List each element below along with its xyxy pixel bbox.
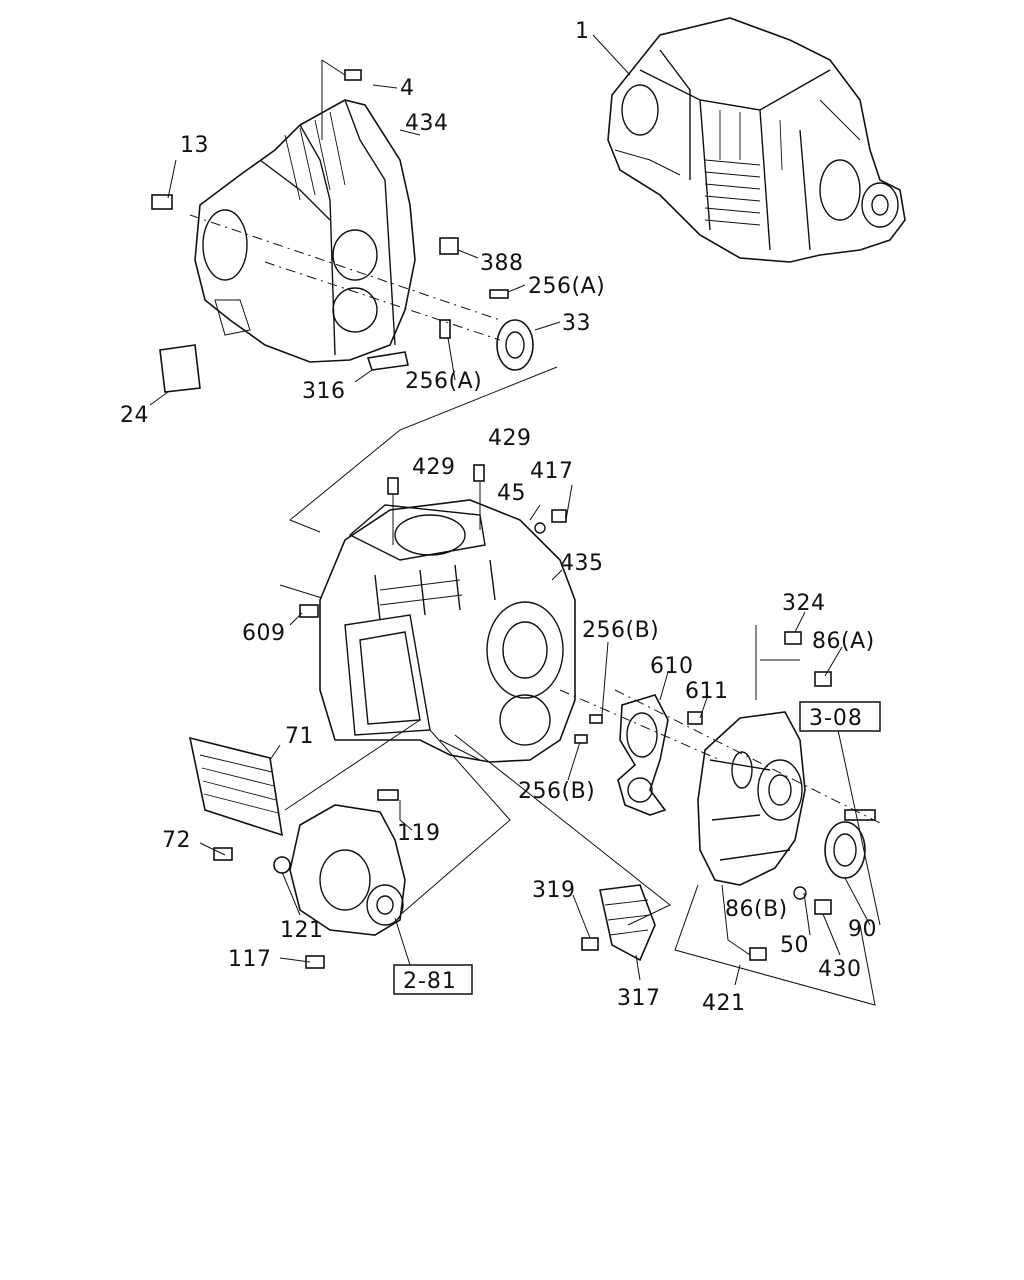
label-45: 45 xyxy=(497,481,526,506)
complete-transmission-assembly xyxy=(607,17,906,263)
washer-45 xyxy=(534,522,546,534)
label-256a-2: 256(A) xyxy=(405,369,482,394)
part-labels: 1 4 434 13 388 256(A) 33 256(A) 316 24 4… xyxy=(120,19,877,1016)
pto-unit xyxy=(289,804,406,936)
bolt-324 xyxy=(784,631,802,645)
label-388: 388 xyxy=(480,251,524,276)
reference-2-81: 2-81 xyxy=(403,969,457,994)
leader-lines xyxy=(149,34,881,1006)
plug-430 xyxy=(814,899,832,915)
label-324: 324 xyxy=(782,591,826,616)
label-24: 24 xyxy=(120,403,149,428)
label-117: 117 xyxy=(228,947,272,972)
label-256b-2: 256(B) xyxy=(518,779,595,804)
label-256a-1: 256(A) xyxy=(528,274,605,299)
label-50: 50 xyxy=(780,933,809,958)
pin-256b-1 xyxy=(589,714,603,724)
bolt-319 xyxy=(581,937,599,951)
oil-seal-90 xyxy=(824,821,866,879)
label-256b-1: 256(B) xyxy=(582,618,659,643)
sensor-24 xyxy=(159,344,201,393)
clutch-housing xyxy=(194,99,416,363)
label-71: 71 xyxy=(285,724,314,749)
washer-50 xyxy=(793,886,807,900)
bolt-611 xyxy=(687,711,703,725)
bolt-117 xyxy=(305,955,325,969)
reference-box-2-81[interactable]: 2-81 xyxy=(393,964,473,995)
bolt-4 xyxy=(344,69,362,81)
pin-256a-1 xyxy=(489,289,509,299)
label-72: 72 xyxy=(162,828,191,853)
label-90: 90 xyxy=(848,917,877,942)
transmission-case xyxy=(319,499,576,763)
label-430: 430 xyxy=(818,957,862,982)
label-1: 1 xyxy=(575,19,590,44)
bushing-388 xyxy=(439,237,459,255)
small-parts xyxy=(151,69,876,969)
reference-3-08: 3-08 xyxy=(809,706,863,731)
reference-box-3-08[interactable]: 3-08 xyxy=(799,701,881,732)
pin-256a-2 xyxy=(439,319,451,339)
bolt-609 xyxy=(299,604,319,618)
label-435: 435 xyxy=(560,551,604,576)
label-316: 316 xyxy=(302,379,346,404)
label-429: 429 xyxy=(412,455,456,480)
pin-256b-2 xyxy=(574,734,588,744)
pin-429-2 xyxy=(473,464,485,482)
seal-33 xyxy=(496,319,534,371)
cover-317 xyxy=(599,884,656,962)
label-86b: 86(B) xyxy=(725,897,788,922)
stud-119 xyxy=(377,789,399,801)
label-33: 33 xyxy=(562,311,591,336)
label-13: 13 xyxy=(180,133,209,158)
label-429-top: 429 xyxy=(488,426,532,451)
label-609: 609 xyxy=(242,621,286,646)
label-610: 610 xyxy=(650,654,694,679)
label-317: 317 xyxy=(617,986,661,1011)
label-319: 319 xyxy=(532,878,576,903)
bolt-86b xyxy=(749,947,767,961)
label-611: 611 xyxy=(685,679,729,704)
bolt-86a xyxy=(814,671,832,687)
extension-housing xyxy=(697,711,806,886)
pin-429-1 xyxy=(387,477,399,495)
reference-boxes: 3-08 2-81 xyxy=(393,701,881,995)
label-121: 121 xyxy=(280,918,324,943)
plug-417 xyxy=(551,509,567,523)
label-119: 119 xyxy=(397,821,441,846)
stud-421 xyxy=(844,809,876,821)
side-cover-71 xyxy=(188,736,283,837)
label-417: 417 xyxy=(530,459,574,484)
bolt-13 xyxy=(151,194,173,210)
plate-316 xyxy=(366,351,409,371)
label-4: 4 xyxy=(400,76,415,101)
nut-121 xyxy=(273,856,291,874)
gasket-610 xyxy=(617,694,669,816)
label-434: 434 xyxy=(405,111,449,136)
label-421: 421 xyxy=(702,991,746,1016)
label-86a: 86(A) xyxy=(812,629,875,654)
